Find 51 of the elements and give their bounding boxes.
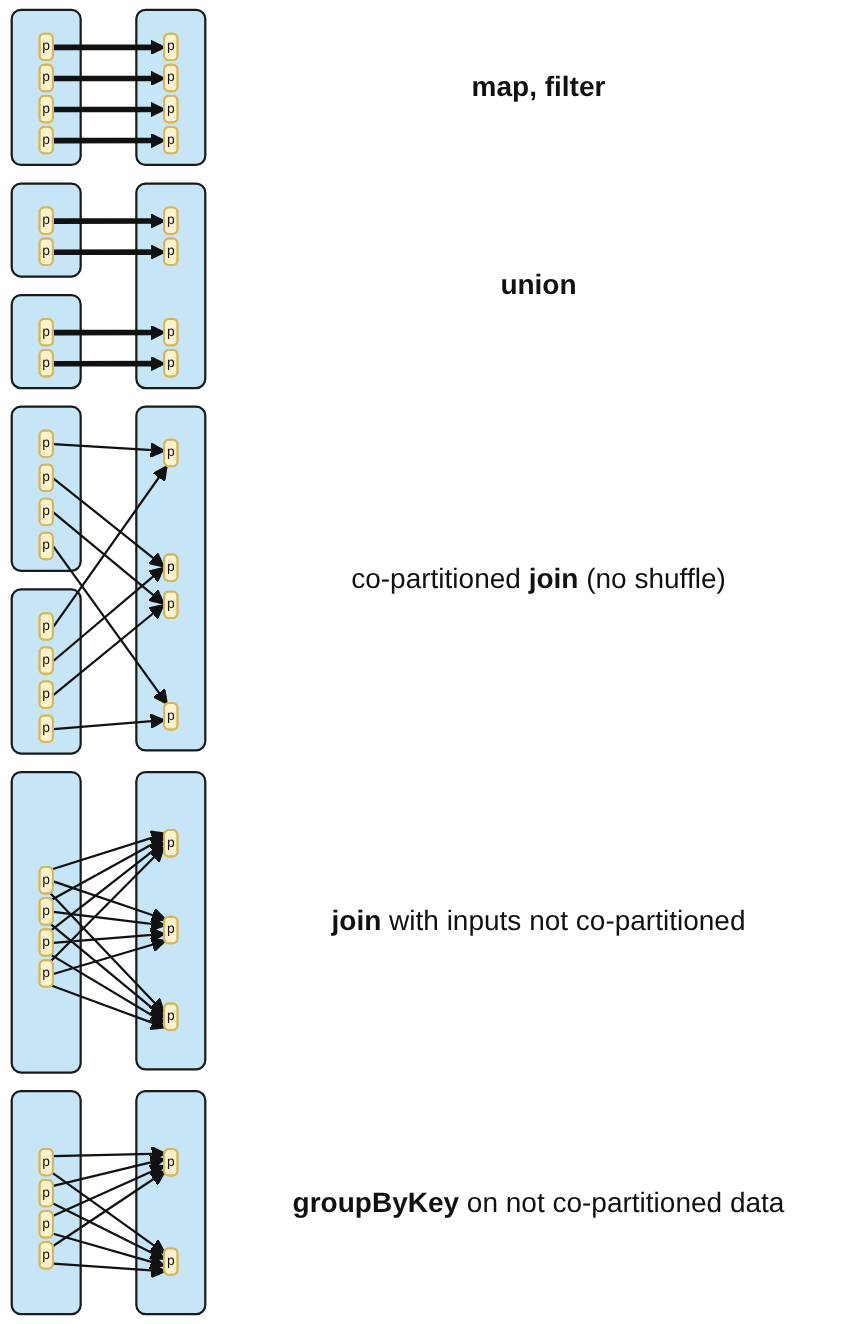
arrow [52, 1164, 166, 1217]
arrow [52, 465, 168, 628]
arrow [53, 910, 166, 932]
operation-caption: union [498, 268, 579, 304]
cluster [135, 1089, 207, 1316]
arrow [52, 566, 165, 662]
cluster [10, 405, 82, 572]
cluster [135, 770, 207, 1071]
arrow [53, 244, 166, 260]
cluster [10, 293, 82, 390]
arrow [51, 984, 167, 1031]
arrow [52, 1202, 166, 1260]
arrow [53, 937, 167, 976]
arrow [52, 511, 165, 605]
arrow [52, 477, 165, 568]
arrow [53, 1154, 166, 1187]
cluster [135, 8, 207, 167]
arrow [53, 101, 166, 118]
arrow [53, 132, 166, 149]
operation-caption: co-partitioned join (no shuffle) [349, 561, 728, 596]
arrow [52, 880, 167, 923]
arrow [53, 355, 166, 372]
operation-caption: map, filter [469, 70, 608, 105]
arrow [53, 70, 166, 87]
arrow [53, 213, 166, 229]
arrow [52, 603, 165, 696]
operation-caption: join with inputs not co-partitioned [329, 903, 748, 939]
cluster [135, 405, 207, 752]
arrow [53, 927, 166, 944]
arrow [49, 892, 165, 1014]
operation-caption: groupByKey on not co-partitioned data [290, 1185, 787, 1221]
arrow [53, 1146, 167, 1162]
arrow [53, 442, 166, 458]
cluster [10, 588, 82, 755]
arrow [53, 1262, 167, 1279]
arrow [52, 545, 168, 705]
arrow [50, 954, 165, 1024]
arrow [53, 324, 166, 341]
arrow [50, 923, 165, 1019]
arrow [51, 836, 166, 901]
arrow [53, 39, 166, 56]
arrow [53, 1232, 166, 1270]
arrow [53, 713, 166, 731]
cluster [10, 1089, 82, 1316]
cluster [135, 182, 207, 390]
cluster [10, 8, 82, 167]
arrow [49, 846, 165, 962]
cluster [10, 770, 82, 1074]
cluster [10, 182, 82, 278]
arrow [51, 830, 167, 871]
arrow [50, 841, 165, 932]
